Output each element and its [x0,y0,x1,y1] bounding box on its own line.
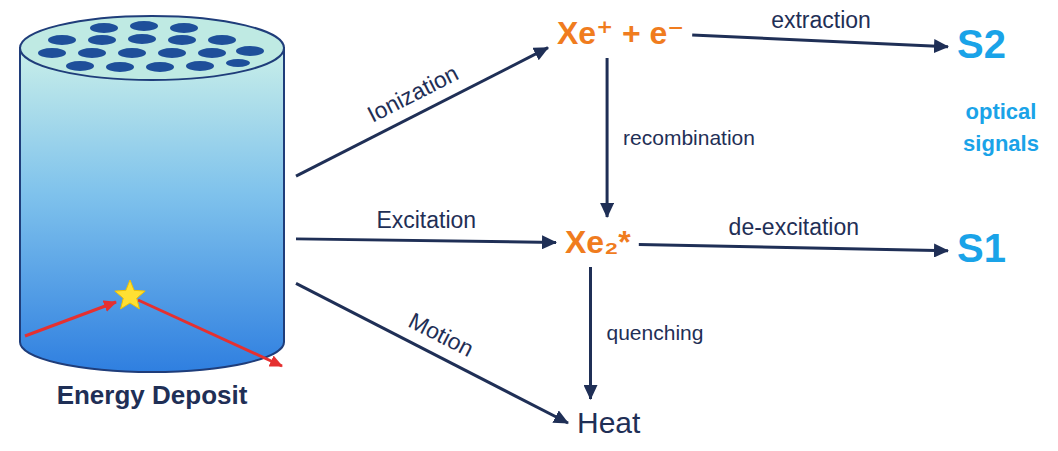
process-label: Excitation [374,207,478,234]
outgoing-particle [138,300,282,366]
energy-deposit: Energy Deposit [12,6,292,411]
cylinder-top [20,16,284,80]
incoming-particle [25,302,116,336]
process-label: recombination [621,126,757,150]
node-text: Xe₂* [561,222,635,263]
flow-arrow [589,267,592,399]
node-text: Xe⁺ + e⁻ [553,12,688,54]
flow-arrow [606,58,609,217]
cylinder-body [20,48,284,372]
signal-s1: S1 [953,226,1010,271]
flow-arrow [692,35,948,47]
process-label: de-excitation [727,214,861,241]
flow-arrow [296,239,556,243]
node-text: Energy Deposit [12,380,292,411]
flow-arrow [296,283,568,423]
node-text: Heat [573,404,644,442]
ion-pair: Xe⁺ + e⁻ [553,12,688,54]
excimer: Xe₂* [561,222,635,263]
process-label: Motion [403,306,480,363]
flow-arrow [296,48,548,176]
signal-s2: S2 [953,22,1010,67]
process-label: extraction [769,7,873,34]
flow-arrow [639,245,948,251]
node-text: S1 [953,226,1010,271]
node-text: S2 [953,22,1010,67]
signal-note: optical signals [946,96,1056,160]
pmt-array [38,21,264,72]
process-label: quenching [605,321,706,345]
interaction-star [115,280,145,309]
heat-sink: Heat [573,404,644,442]
detector-cylinder [12,6,292,378]
